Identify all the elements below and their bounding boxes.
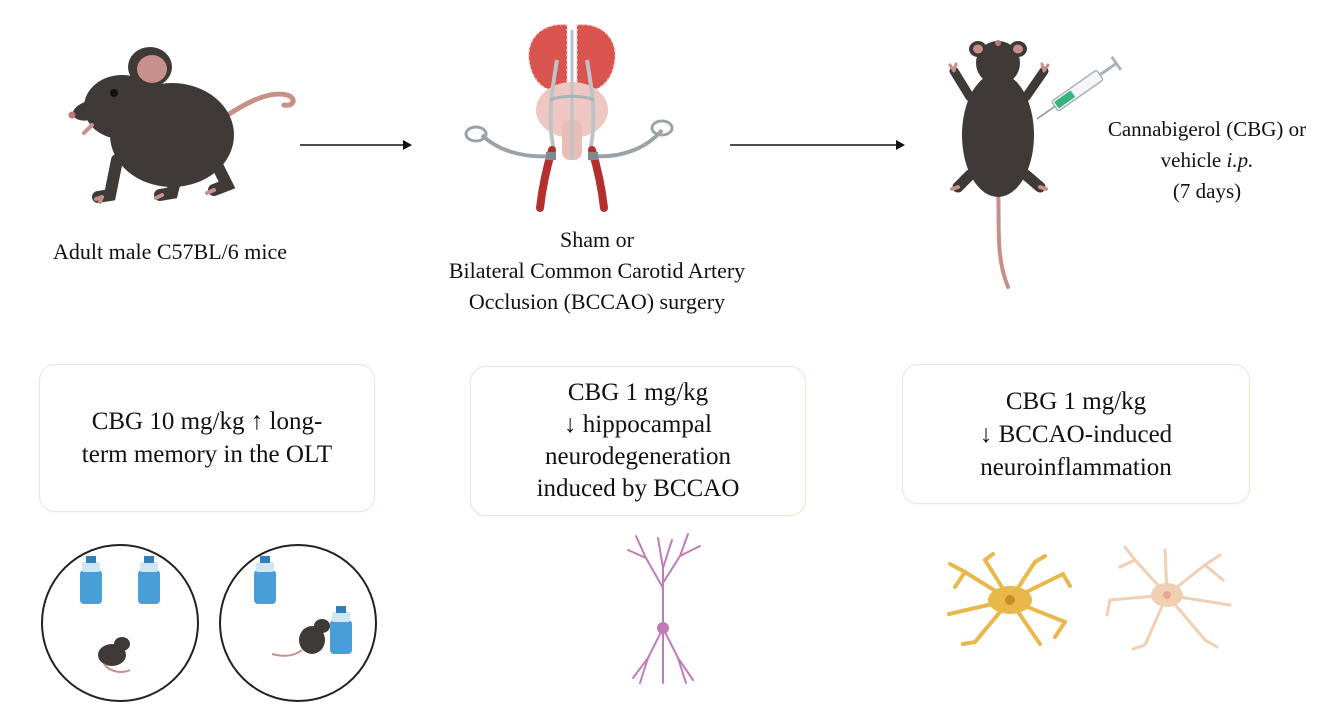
arrow-right-icon xyxy=(300,140,412,150)
result-box-memory: CBG 10 mg/kg ↑ long- term memory in the … xyxy=(39,364,375,512)
step3-caption-line-3: (7 days) xyxy=(1172,179,1242,203)
step3-caption-route: i.p. xyxy=(1226,148,1254,172)
result-box-neuroinflammation: CBG 1 mg/kg ↓ BCCAO-induced neuroinflamm… xyxy=(902,364,1250,504)
step2-caption-line-2: Bilateral Common Carotid Artery xyxy=(448,258,746,283)
bottle-icon xyxy=(138,556,160,604)
mouse-icon xyxy=(68,47,296,204)
step3-caption: Cannabigerol (CBG) or vehicle i.p. (7 da… xyxy=(1076,114,1338,207)
brain-carotid-icon xyxy=(464,24,674,212)
step3-caption-line-1: Cannabigerol (CBG) or xyxy=(1107,117,1307,141)
result-memory-line-2: term memory in the OLT xyxy=(81,441,333,468)
step3-caption-line-2: vehicle i.p. xyxy=(1076,145,1338,176)
result-inflam-line-1: CBG 1 mg/kg xyxy=(1005,387,1147,415)
step3-caption-vehicle: vehicle xyxy=(1160,148,1227,172)
bottle-icon xyxy=(80,556,102,604)
bottle-icon xyxy=(254,556,276,604)
result-inflam-line-2: ↓ BCCAO-induced xyxy=(979,420,1173,448)
mouse-injection-icon xyxy=(948,40,1123,289)
neuron-icon xyxy=(627,533,701,684)
step1-caption-line: Adult male C57BL/6 mice xyxy=(52,239,288,264)
arrow-right-icon xyxy=(730,140,905,150)
result-neuro-line-4: induced by BCCAO xyxy=(536,475,740,502)
small-mouse-icon xyxy=(271,619,330,657)
result-inflam-line-3: neuroinflammation xyxy=(980,453,1172,481)
step2-caption: Sham or Bilateral Common Carotid Artery … xyxy=(392,224,802,317)
step2-caption-line-1: Sham or xyxy=(560,227,634,252)
step2-caption-line-3: Occlusion (BCCAO) surgery xyxy=(468,289,726,314)
object-location-test-icon xyxy=(41,544,377,702)
step1-caption: Adult male C57BL/6 mice xyxy=(20,236,320,267)
astrocyte-icon xyxy=(1105,545,1232,651)
result-neuro-line-2: ↓ hippocampal xyxy=(564,411,712,438)
result-box-neurodegeneration: CBG 1 mg/kg ↓ hippocampal neurodegenerat… xyxy=(470,366,806,516)
result-memory-line-1: CBG 10 mg/kg ↑ long- xyxy=(91,408,323,435)
small-mouse-icon xyxy=(98,637,131,673)
result-neuro-line-1: CBG 1 mg/kg xyxy=(567,379,709,406)
astrocyte-icon xyxy=(947,552,1072,646)
bottle-icon xyxy=(330,606,352,654)
result-neuro-line-3: neurodegeneration xyxy=(544,443,732,470)
